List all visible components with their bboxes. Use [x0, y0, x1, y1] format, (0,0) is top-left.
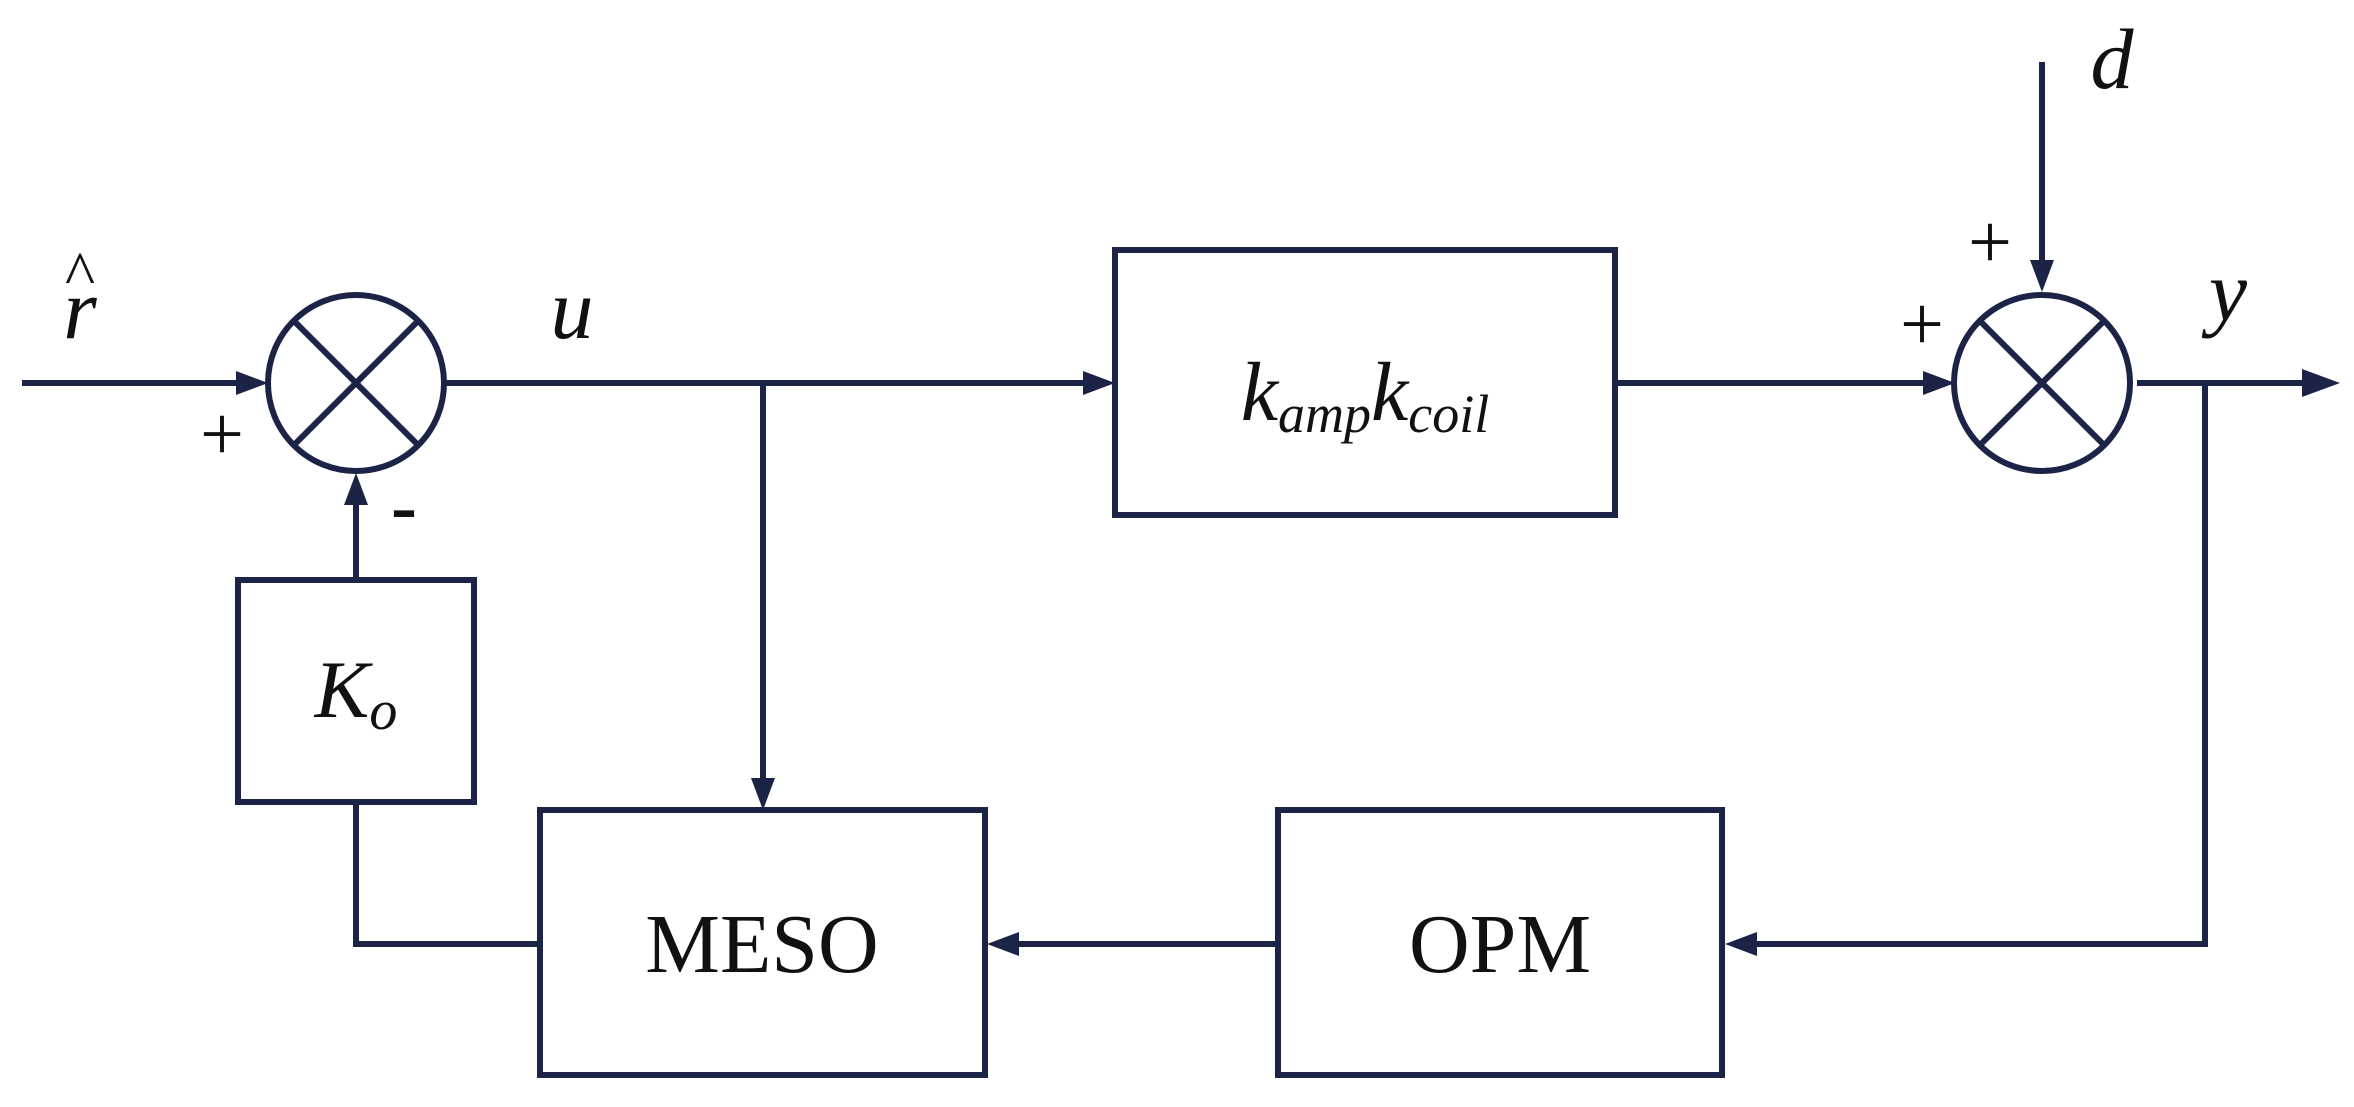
opm-label: OPM [1409, 898, 1591, 991]
observer-gain-label: Ko [314, 644, 398, 742]
summing-junction-1 [265, 292, 447, 474]
arrowhead-sum2-input [1923, 371, 1955, 395]
reference-hat: ^ [65, 238, 95, 309]
summing-junction-2 [1951, 292, 2133, 474]
sum2-plus-sign-left: + [1900, 280, 1944, 367]
sum1-minus-sign: - [391, 462, 417, 549]
reference-label: r [63, 261, 97, 357]
sum1-plus-sign: + [200, 390, 244, 477]
observer-gain-block [235, 577, 477, 805]
feedback-to-opm-line [1752, 383, 2208, 947]
control-label: u [551, 261, 594, 357]
sum2-plus-sign-top: + [1968, 198, 2012, 285]
arrowhead-output [2302, 369, 2340, 397]
arrowhead-sum1-input [236, 371, 268, 395]
output-label: y [2201, 243, 2248, 339]
meso-to-gain-line [353, 802, 540, 947]
arrowhead-meso-output [987, 932, 1019, 956]
arrowhead-disturbance [2030, 260, 2054, 292]
arrowhead-meso-input [751, 778, 775, 810]
opm-block [1275, 807, 1725, 1078]
arrowhead-opm-input [1725, 932, 1757, 956]
arrowhead-plant-input [1083, 371, 1115, 395]
plant-gain-block [1112, 247, 1618, 518]
disturbance-label: d [2091, 11, 2135, 107]
plant-gain-label: kampkcoil [1241, 346, 1490, 444]
meso-block [537, 807, 988, 1078]
arrowhead-sum1-feedback [344, 473, 368, 505]
meso-label: MESO [645, 898, 878, 991]
